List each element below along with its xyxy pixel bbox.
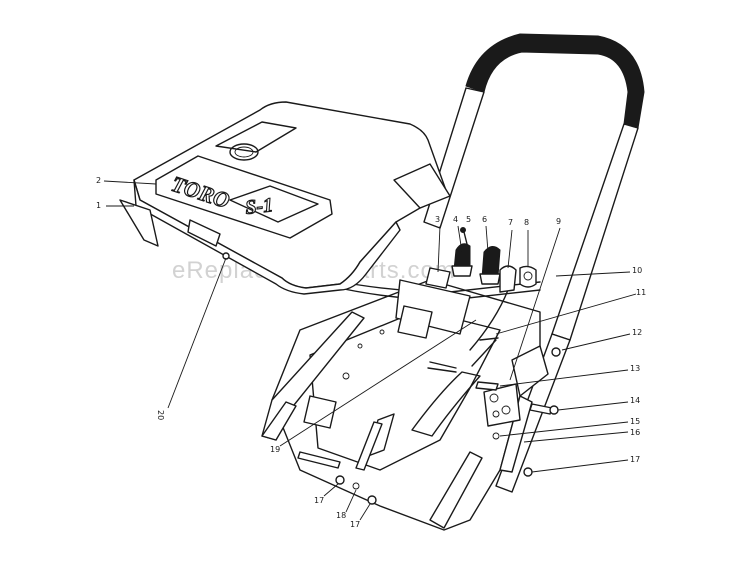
hardware — [222, 252, 561, 505]
callout-14: 14 — [630, 396, 640, 405]
callout-11: 11 — [636, 288, 646, 297]
callout-17c: 17 — [350, 520, 360, 529]
callout-18: 18 — [336, 511, 346, 520]
callout-7: 7 — [508, 218, 513, 227]
callout-16: 16 — [630, 428, 640, 437]
engine-shroud — [119, 101, 451, 295]
frame-housing — [261, 279, 549, 531]
callout-20: 20 — [156, 410, 165, 420]
model-badge-text: S-1 — [244, 194, 274, 219]
controls — [425, 227, 537, 293]
callout-4: 4 — [453, 215, 458, 224]
callout-13: 13 — [630, 364, 640, 373]
callout-19: 19 — [270, 445, 280, 454]
callout-6: 6 — [482, 215, 487, 224]
callout-3: 3 — [435, 215, 440, 224]
leader-lines — [103, 180, 637, 521]
callout-12: 12 — [632, 328, 642, 337]
callout-2: 2 — [96, 176, 101, 185]
callout-labels: 1 2 3 4 5 6 7 8 9 10 11 12 13 14 15 16 1… — [96, 176, 646, 529]
callout-17a: 17 — [630, 455, 640, 464]
callout-5: 5 — [466, 215, 471, 224]
callout-9: 9 — [556, 217, 561, 226]
callout-1: 1 — [96, 201, 101, 210]
callout-10: 10 — [632, 266, 642, 275]
callout-17b: 17 — [314, 496, 324, 505]
callout-15: 15 — [630, 417, 640, 426]
callout-8: 8 — [524, 218, 529, 227]
